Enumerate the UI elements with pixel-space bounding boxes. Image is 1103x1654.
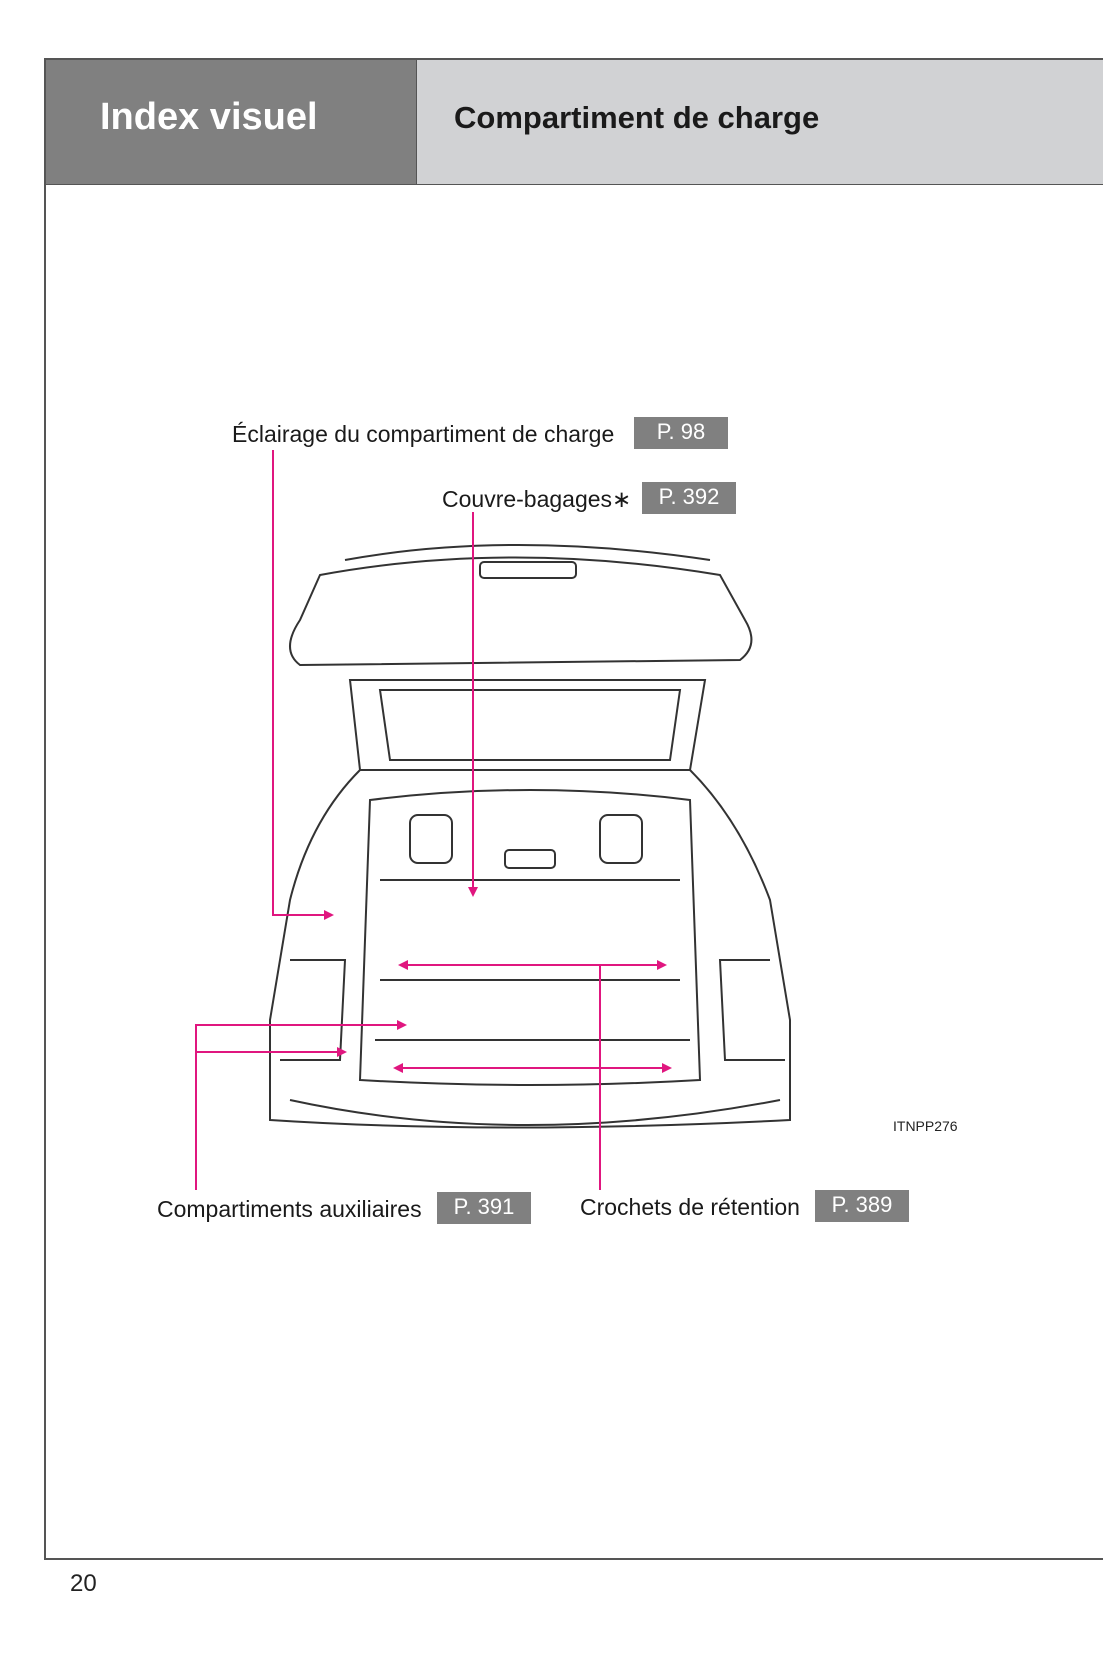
leader-cargo-light [272, 450, 332, 916]
header-rule [46, 184, 1103, 185]
section-tab [46, 60, 417, 184]
page-ref-cargo-light[interactable]: P. 98 [634, 417, 728, 449]
callout-label-aux-compartments: Compartiments auxiliaires [157, 1196, 422, 1222]
page-ref-tonneau-cover[interactable]: P. 392 [642, 482, 736, 514]
page-ref-aux-compartments[interactable]: P. 391 [437, 1192, 531, 1224]
callout-label-tie-down-hooks: Crochets de rétention [580, 1194, 800, 1220]
title-bar [417, 60, 1103, 184]
callout-label-tonneau-cover: Couvre-bagages∗ [442, 486, 632, 512]
section-title: Index visuel [100, 96, 318, 138]
figure-code: ITNPP276 [893, 1118, 958, 1134]
page-title: Compartiment de charge [454, 100, 820, 135]
leader-lines [195, 450, 670, 1190]
frame-left-rule [44, 58, 46, 1558]
callout-label-cargo-light: Éclairage du compartiment de charge [232, 421, 615, 447]
car-drawing [269, 544, 791, 1129]
page-ref-tie-down-hooks[interactable]: P. 389 [815, 1190, 909, 1222]
leader-arrowheads [324, 887, 672, 1073]
frame-top-rule [44, 58, 1103, 60]
leader-tie-down-hooks [395, 964, 670, 1190]
page-number: 20 [70, 1570, 97, 1597]
leader-aux-compartments [195, 1024, 405, 1190]
frame-bottom-rule [44, 1558, 1103, 1560]
